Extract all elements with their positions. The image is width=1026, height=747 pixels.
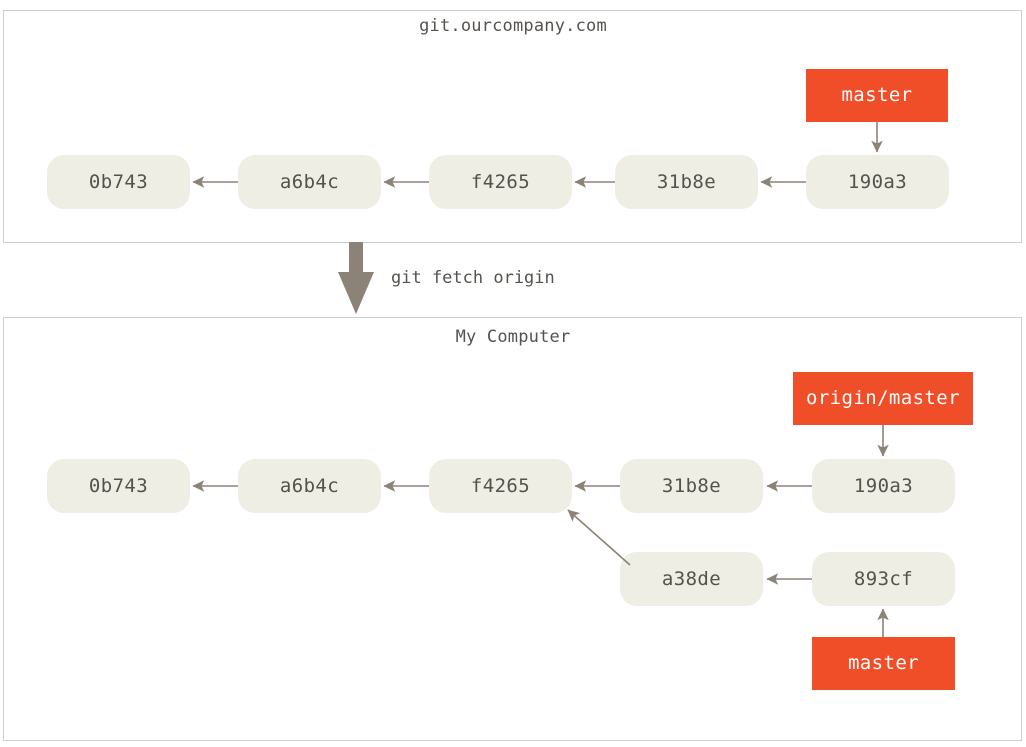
commit-node: 0b743 [47, 459, 190, 513]
commit-node: f4265 [429, 155, 572, 209]
commit-node: a38de [620, 552, 763, 606]
commit-node: f4265 [429, 459, 572, 513]
commit-node: 190a3 [806, 155, 949, 209]
commit-node: a6b4c [238, 459, 381, 513]
ref-label-master-remote: master [806, 69, 948, 122]
git-fetch-arrow [338, 242, 374, 314]
commit-node: 0b743 [47, 155, 190, 209]
commit-node: 190a3 [812, 459, 955, 513]
fetch-command-caption: git fetch origin [391, 268, 555, 288]
commit-node: 31b8e [615, 155, 758, 209]
local-panel-title: My Computer [455, 327, 571, 347]
ref-label-master-local: master [812, 637, 955, 690]
remote-panel-title: git.ourcompany.com [419, 16, 607, 36]
commit-node: 893cf [812, 552, 955, 606]
commit-node: a6b4c [238, 155, 381, 209]
ref-label-origin-master: origin/master [793, 372, 973, 425]
commit-node: 31b8e [620, 459, 763, 513]
